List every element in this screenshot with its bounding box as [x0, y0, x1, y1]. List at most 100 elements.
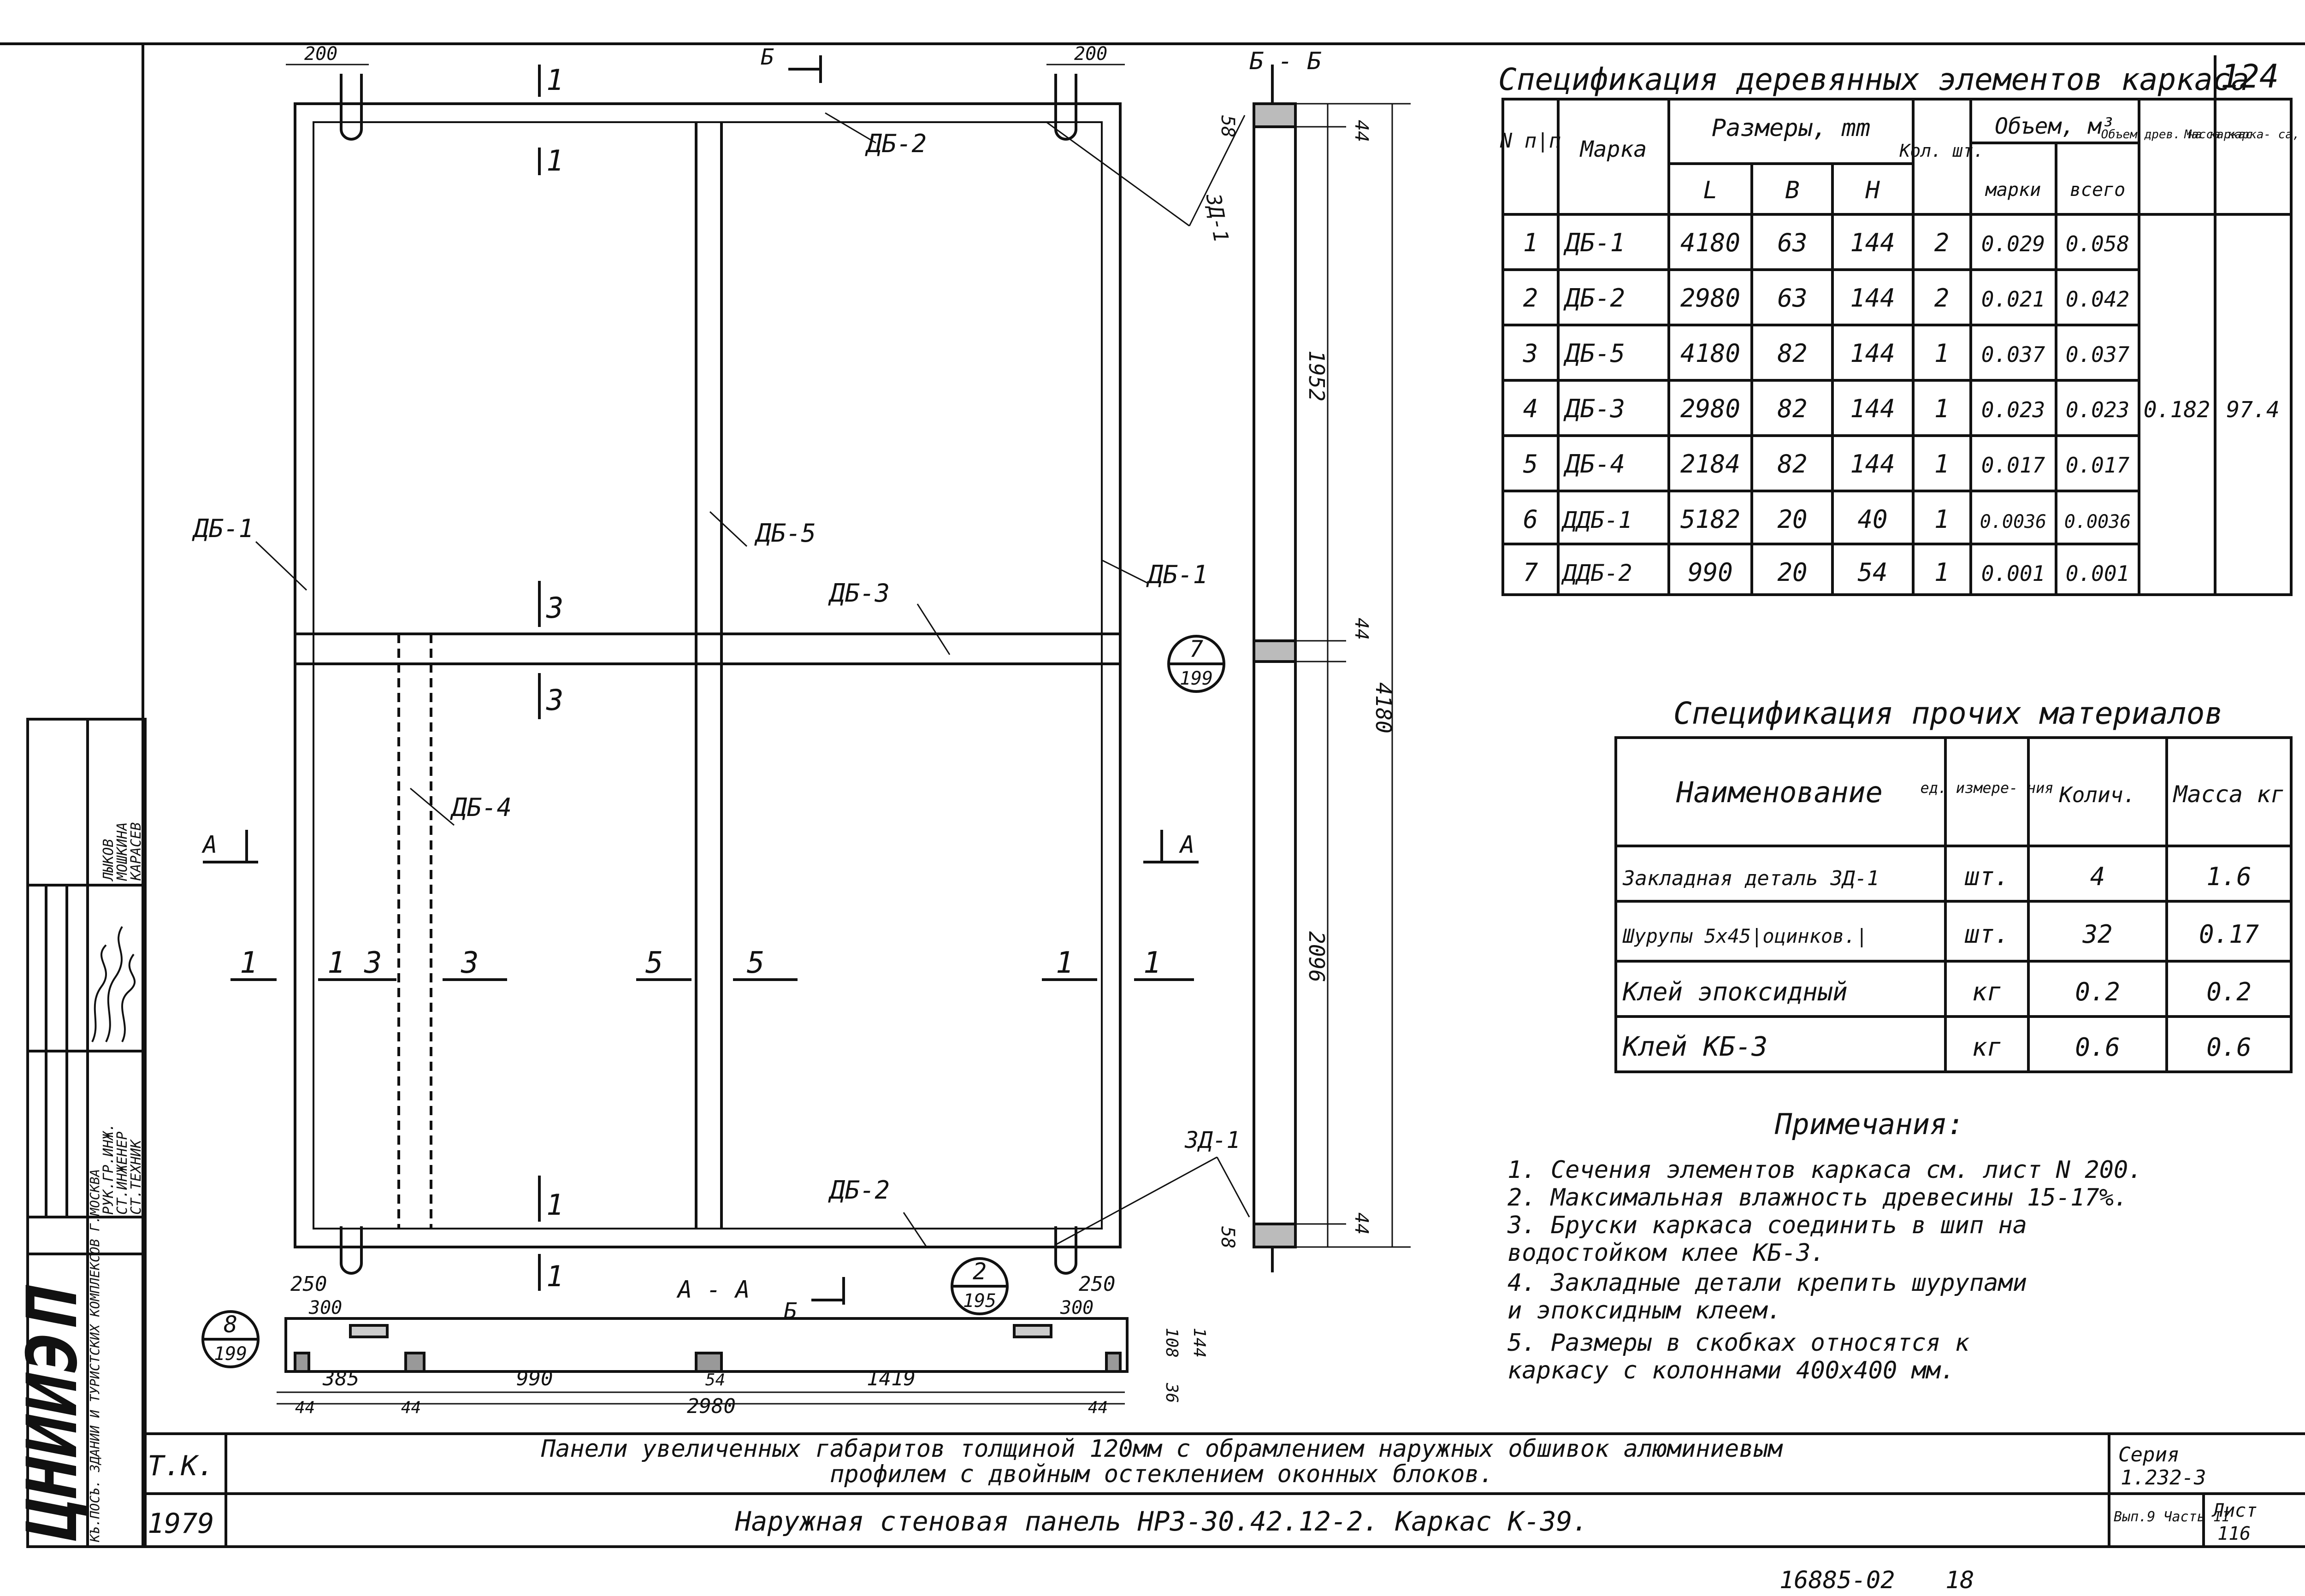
row-qty: 32	[2082, 920, 2112, 949]
dim-1419: 1419	[867, 1367, 916, 1390]
row-l: 990	[1688, 558, 1733, 587]
row-n: 3	[1523, 339, 1538, 368]
row-n: 2	[1523, 284, 1538, 313]
row-qty: 1	[1934, 505, 1950, 534]
row-unit: шт.	[1964, 862, 2009, 891]
label-db1-left: ДБ-1	[192, 514, 254, 543]
table-row: 3 ДБ-5 4180 82 144 1 0.037 0.037	[1523, 339, 2130, 368]
cut-a-right: А	[1179, 831, 1194, 859]
note-line: водостойком клее КБ-3.	[1507, 1239, 1825, 1267]
row-mark-5b: 5	[747, 946, 765, 980]
row-vm: 0.001	[1981, 561, 2045, 586]
table-row: Клей эпоксидный кг 0.2 0.2	[1622, 977, 2252, 1006]
row-h: 54	[1857, 558, 1887, 587]
table-row: Закладная деталь ЗД-1 шт. 4 1.6	[1622, 862, 2252, 891]
tb-issue: Вып.9 Часть II	[2114, 1509, 2230, 1525]
row-unit: кг	[1972, 1033, 2002, 1062]
tb-tk: Т.К.	[148, 1450, 214, 1482]
wood-h-vol-total: всего	[2070, 179, 2125, 201]
row-l: 2980	[1680, 284, 1740, 313]
footer-code: 16885-02	[1779, 1566, 1895, 1594]
row-n: 1	[1523, 228, 1538, 257]
wood-spec-table	[1501, 98, 2293, 596]
stamp-name-3: КАРАСЕВ	[128, 822, 144, 881]
note-line: 3. Бруски каркаса соединить в шип на	[1507, 1212, 2027, 1239]
dim-990: 990	[516, 1367, 553, 1390]
wood-h-num: N п|п	[1500, 129, 1561, 153]
row-qty: 1	[1934, 339, 1950, 368]
row-mark-5a: 5	[645, 946, 663, 980]
footer-num: 18	[1945, 1566, 1974, 1594]
stamp-org: ЦНИИЭП	[12, 1284, 93, 1541]
row-vm: 0.029	[1981, 231, 2045, 256]
dim-58-bottom: 58	[1217, 1226, 1238, 1248]
wood-h-mark: Марка	[1579, 136, 1647, 162]
stamp-role-2: СТ.ИНЖЕНЕР	[114, 1131, 130, 1215]
signature-1	[91, 944, 107, 1042]
row-h: 144	[1850, 339, 1895, 368]
label-zd1-bottom: ЗД-1	[1184, 1127, 1240, 1153]
wood-h-b: B	[1785, 177, 1799, 204]
row-qty: 0.2	[2075, 977, 2120, 1006]
row-b: 82	[1777, 449, 1807, 479]
other-spec-table	[1614, 736, 2293, 1073]
callout-7-top: 7	[1189, 636, 1203, 662]
row-mark-1d: 1	[1143, 946, 1161, 980]
dim-44-aa-left: 44	[295, 1398, 315, 1417]
dim-200-right: 200	[1074, 43, 1107, 65]
wood-h-sizes: Размеры, mm	[1712, 114, 1870, 142]
row-mark: ДБ-1	[1563, 228, 1625, 257]
other-h-mass: Масса кг	[2173, 781, 2285, 808]
row-vt: 0.042	[2066, 287, 2129, 312]
callout-2-bottom: 195	[963, 1290, 996, 1312]
row-unit: шт.	[1964, 920, 2009, 949]
label-db4: ДБ-4	[450, 793, 512, 822]
cut-b-top: Б	[761, 44, 774, 70]
notes-list: 1. Сечения элементов каркаса см. лист N …	[1507, 1156, 2143, 1384]
callout-8-top: 8	[224, 1311, 237, 1338]
dim-250-left: 250	[290, 1272, 327, 1296]
dim-300-right: 300	[1060, 1297, 1093, 1318]
row-b: 82	[1777, 339, 1807, 368]
dim-2096: 2096	[1304, 931, 1329, 982]
wood-rows: 1 ДБ-1 4180 63 144 2 0.029 0.058 2 ДБ-2 …	[1523, 228, 2131, 587]
row-mass: 0.17	[2199, 920, 2259, 949]
row-mark-1c: 1	[1056, 946, 1074, 980]
dim-108: 108	[1162, 1328, 1181, 1358]
table-row: Клей КБ-3 кг 0.6 0.6	[1622, 1031, 2252, 1062]
cut-3-mid: 3	[546, 591, 563, 625]
tb-line1: Панели увеличенных габаритов толщиной 12…	[541, 1435, 1783, 1463]
row-vt: 0.023	[2066, 397, 2129, 422]
row-l: 5182	[1680, 505, 1740, 534]
dim-385: 385	[322, 1367, 359, 1390]
section-aa-label: А - А	[676, 1276, 750, 1304]
frame-outline	[294, 102, 1122, 1248]
row-n: 6	[1523, 505, 1538, 534]
row-n: 7	[1523, 558, 1538, 587]
dim-250-right: 250	[1079, 1272, 1115, 1296]
row-qty: 1	[1934, 558, 1950, 587]
label-db3: ДБ-3	[828, 579, 890, 608]
label-db2-top: ДБ-2	[865, 129, 927, 158]
cut-b-bottom: Б	[784, 1298, 797, 1324]
wood-h-volume: Объем, м³	[1995, 113, 2115, 139]
dim-300-left: 300	[308, 1297, 342, 1318]
signatures	[91, 926, 136, 1042]
note-line: 4. Закладные детали крепить шурупами	[1507, 1269, 2027, 1297]
note-line: 1. Сечения элементов каркаса см. лист N …	[1507, 1156, 2143, 1184]
tb-sheet: 116	[2217, 1523, 2251, 1544]
row-l: 2980	[1680, 394, 1740, 423]
dim-44-aa-right: 44	[1088, 1398, 1108, 1417]
row-l: 4180	[1680, 228, 1740, 257]
tb-year: 1979	[148, 1507, 214, 1540]
stamp-name-1: ЛЫКОВ	[100, 839, 117, 882]
dim-36: 36	[1162, 1383, 1181, 1403]
notes-title: Примечания:	[1774, 1107, 1964, 1141]
row-vt: 0.037	[2066, 342, 2130, 367]
label-db5: ДБ-5	[754, 519, 816, 548]
dim-1952: 1952	[1304, 350, 1329, 402]
row-mark: ДБ-4	[1563, 449, 1625, 479]
row-qty: 4	[2090, 862, 2105, 891]
wood-h-mass: Масса карка- са, кг	[2184, 128, 2305, 142]
